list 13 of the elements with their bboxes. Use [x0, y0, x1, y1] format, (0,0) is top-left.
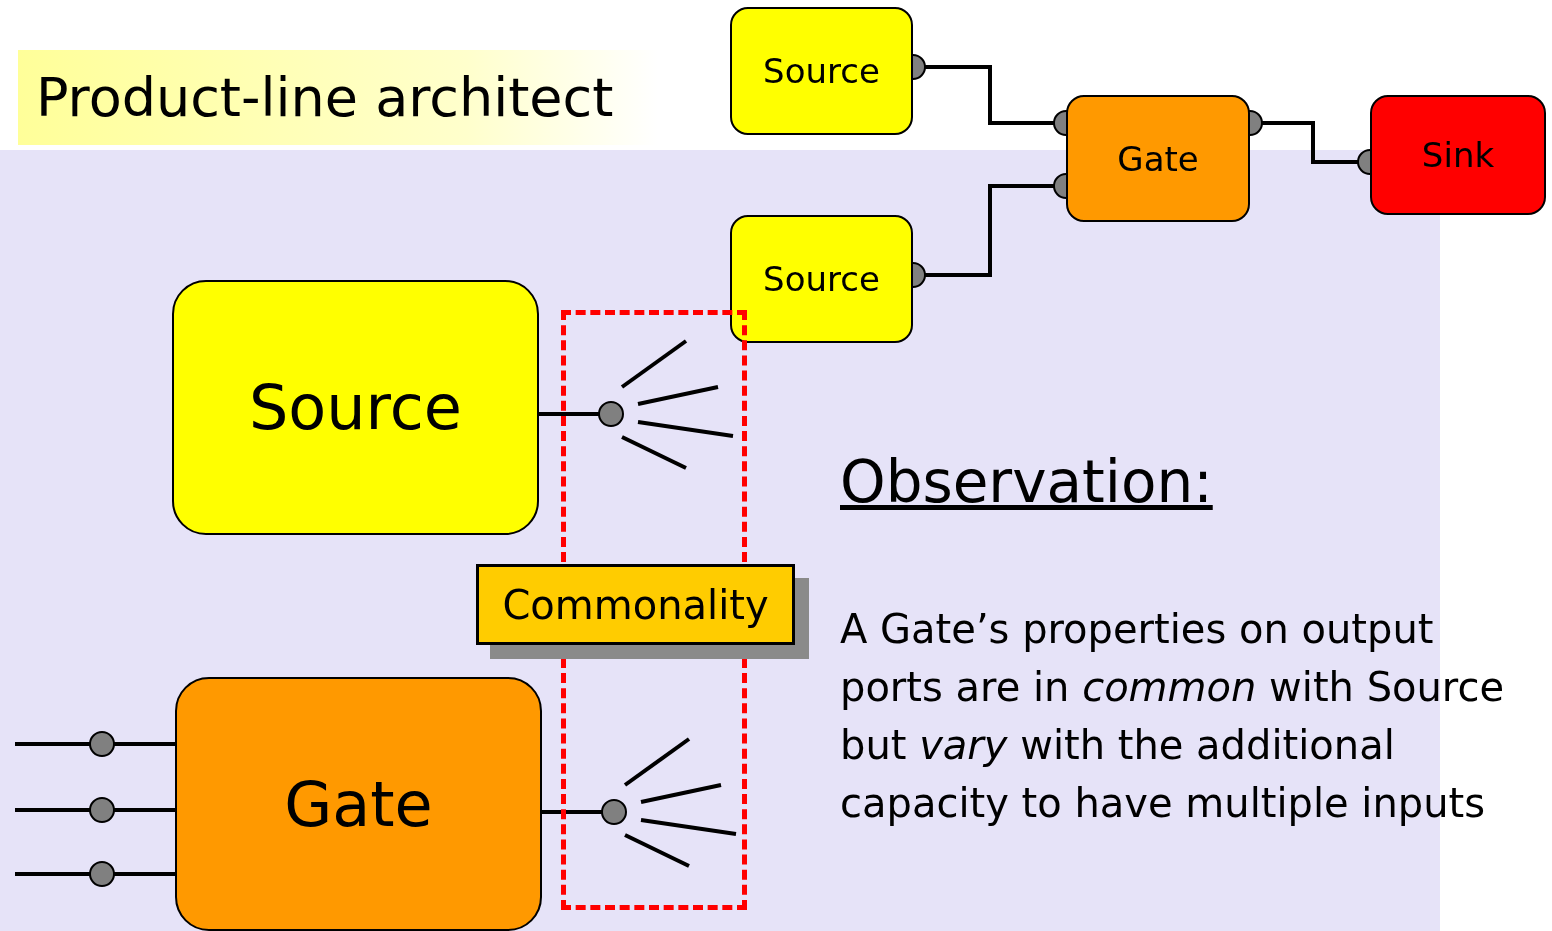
component-box: Source	[730, 7, 913, 135]
observation-text: A Gate’s properties on output ports are in common with Source but vary with the additional capacity to have multiple inputs	[840, 605, 1506, 828]
component-box: Sink	[1370, 95, 1546, 215]
input-connector	[15, 731, 175, 757]
port-connector	[542, 799, 627, 825]
component-box: Gate	[1066, 95, 1250, 222]
input-connector	[15, 861, 175, 887]
input-connector	[15, 797, 175, 823]
component-box: Source	[730, 215, 913, 343]
component-box: Gate	[175, 677, 542, 931]
port-connector	[539, 401, 624, 427]
component-box: Source	[172, 280, 539, 535]
observation-heading: Observation:	[840, 448, 1213, 516]
